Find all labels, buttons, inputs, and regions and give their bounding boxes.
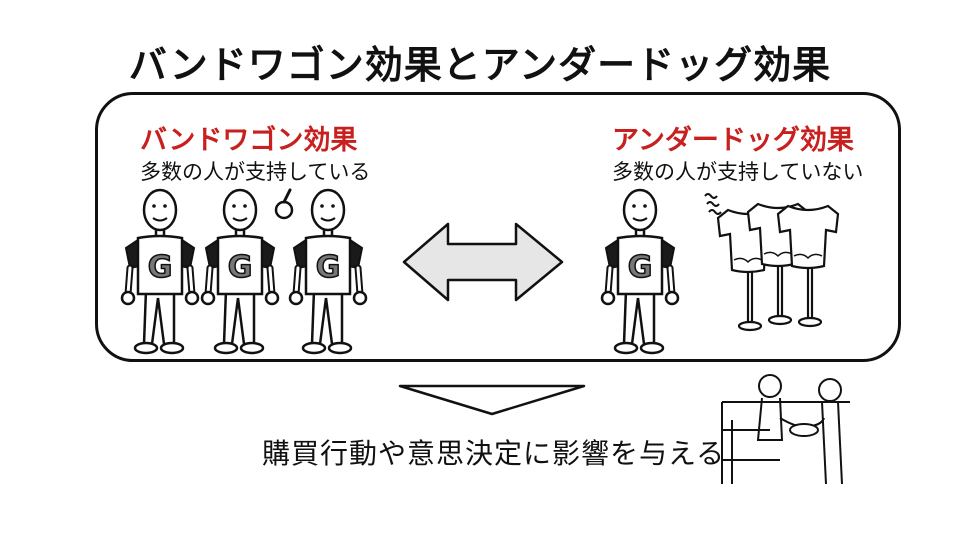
double-arrow-icon [402, 222, 564, 302]
bandwagon-description: 多数の人が支持している [140, 160, 371, 184]
shirt-letter: G [628, 250, 653, 285]
supporter-figure-2: G [202, 190, 278, 353]
shirt-letter: G [316, 250, 341, 285]
shirt-letter: G [148, 250, 173, 285]
handshake-icon [721, 374, 850, 485]
underdog-heading: アンダードッグ効果 [612, 125, 854, 156]
shirt-letter: G [228, 250, 253, 285]
comparison-panel [95, 92, 901, 362]
pointing-hand-icon [274, 188, 294, 220]
bandwagon-heading: バンドワゴン効果 [140, 125, 358, 156]
supporter-figure-3: G [290, 190, 366, 353]
underdog-description: 多数の人が支持していない [612, 160, 864, 184]
down-triangle-icon [398, 384, 586, 416]
conclusion-text: 購買行動や意思決定に影響を与える [262, 437, 726, 470]
supporter-figure-1: G [122, 190, 198, 353]
page-title: バンドワゴン効果とアンダードッグ効果 [128, 43, 832, 87]
lonely-wave-icon [704, 193, 722, 215]
passerby-figure: G [602, 190, 678, 353]
